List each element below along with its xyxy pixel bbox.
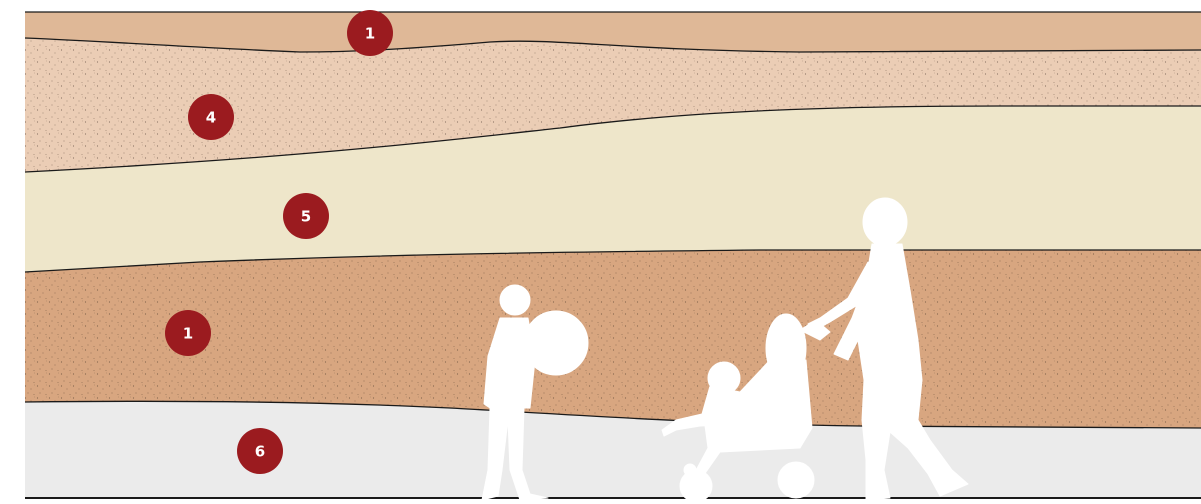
- svg-text:1: 1: [183, 325, 193, 343]
- marker-layer-upper-sand: 4: [188, 94, 234, 140]
- svg-text:1: 1: [365, 25, 375, 43]
- svg-text:6: 6: [255, 443, 265, 461]
- svg-text:4: 4: [206, 109, 216, 127]
- svg-text:5: 5: [301, 208, 311, 226]
- marker-layer-ground: 6: [237, 428, 283, 474]
- marker-layer-top: 1: [347, 10, 393, 56]
- marker-layer-lower-sand: 1: [165, 310, 211, 356]
- marker-layer-light-band: 5: [283, 193, 329, 239]
